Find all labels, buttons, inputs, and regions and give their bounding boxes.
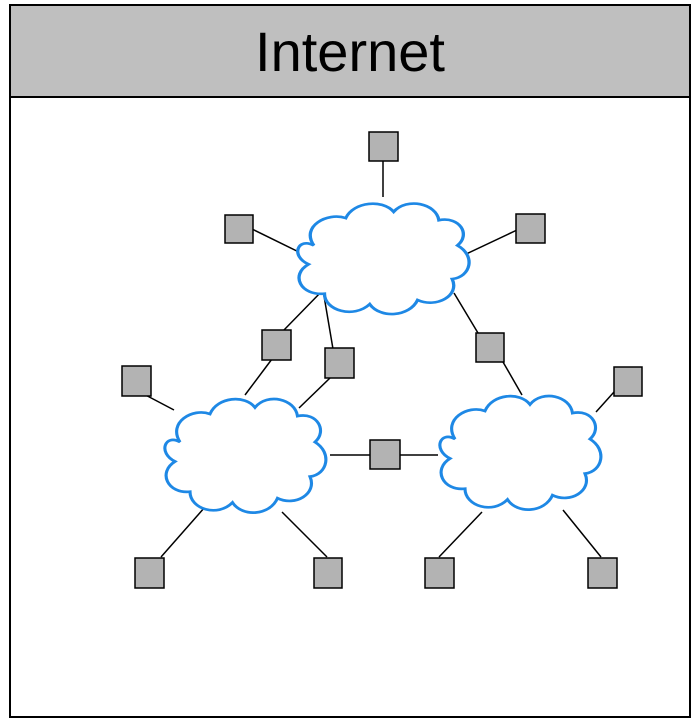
link-right-host-sw <box>438 511 483 558</box>
cloud-left <box>163 397 328 515</box>
link-router-b-left <box>298 377 331 409</box>
host-top-nw <box>224 214 254 244</box>
host-right-e <box>613 366 643 397</box>
link-top-router-a <box>282 289 324 332</box>
link-left-host-sw <box>160 506 206 558</box>
link-top-router-c <box>453 292 479 334</box>
cloud-top <box>296 201 471 316</box>
diagram-frame: Internet <box>9 4 691 718</box>
nodes <box>121 131 643 589</box>
router-a <box>261 329 292 361</box>
host-right-sw <box>424 557 455 589</box>
cloud-right <box>438 394 603 512</box>
link-right-host-e <box>595 391 615 413</box>
host-top-n <box>368 131 399 162</box>
host-top-ne <box>515 213 546 244</box>
host-left-se <box>313 557 343 589</box>
router-d <box>369 439 401 470</box>
router-c <box>475 332 505 363</box>
host-left-w <box>121 365 152 397</box>
host-left-sw <box>134 557 165 589</box>
link-top-host-ne <box>463 229 518 256</box>
router-b <box>324 347 355 379</box>
link-left-host-se <box>281 511 328 558</box>
diagram-title: Internet <box>255 20 445 83</box>
host-right-se <box>587 557 618 589</box>
link-router-a-left <box>244 358 273 396</box>
title-bar: Internet <box>11 6 689 98</box>
link-right-host-se <box>562 509 602 558</box>
link-router-c-right <box>502 361 523 396</box>
